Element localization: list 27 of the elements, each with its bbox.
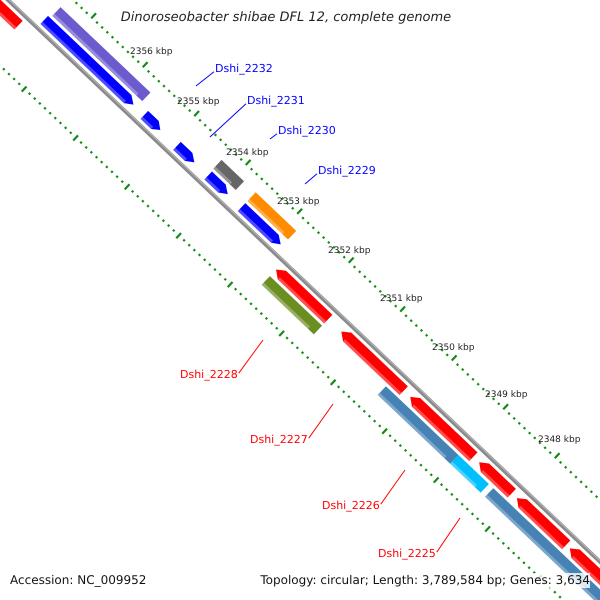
gene-label: Dshi_2226 (322, 499, 380, 512)
scale-label: 2348 kbp (538, 435, 580, 446)
leader-line (380, 470, 406, 505)
leader-line (436, 518, 460, 553)
scale-label: 2350 kbp (432, 343, 474, 354)
gene-label: Dshi_2232 (215, 62, 273, 75)
gene-label: Dshi_2225 (378, 547, 436, 560)
gene-label: Dshi_2229 (318, 164, 376, 177)
leader-line (270, 133, 278, 140)
scale-label: 2356 kbp (130, 47, 172, 58)
leader-line (210, 103, 246, 138)
gene-label: Dshi_2230 (278, 124, 336, 137)
scale-label: 2349 kbp (485, 390, 528, 401)
gene-label: Dshi_2227 (250, 433, 308, 446)
scale-label: 2351 kbp (380, 294, 422, 305)
scale-label: 2352 kbp (328, 246, 370, 257)
diagram-title: Dinoroseobacter shibae DFL 12, complete genome (120, 10, 452, 25)
leader-line (308, 404, 334, 439)
gene-label: Dshi_2231 (247, 94, 305, 107)
leader-line (304, 173, 318, 184)
scale-label: 2355 kbp (177, 97, 220, 108)
leader-line (196, 71, 214, 86)
gene-label: Dshi_2228 (180, 368, 238, 381)
scale-label: 2353 kbp (277, 197, 320, 208)
scale-label: 2354 kbp (226, 148, 268, 159)
leader-line (238, 340, 264, 374)
accession-text: Accession: NC_009952 (10, 573, 146, 588)
